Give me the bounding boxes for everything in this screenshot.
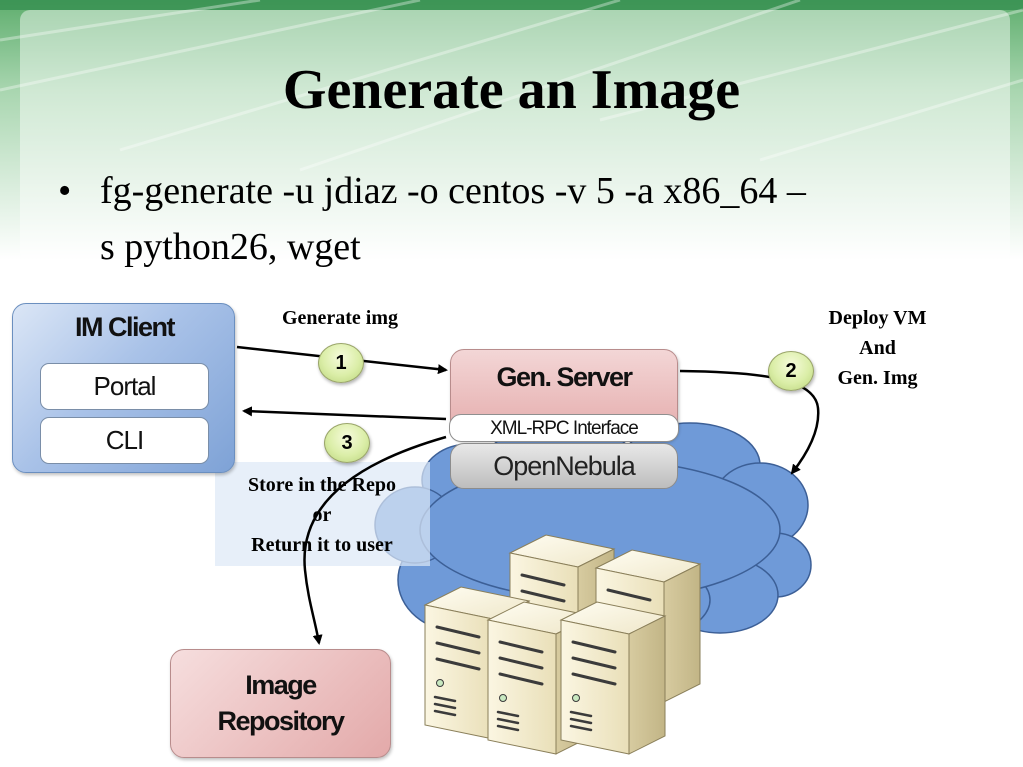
cli-box: CLI [40,417,209,464]
opennebula-bar: OpenNebula [450,443,678,489]
step-badge-1: 1 [318,343,364,383]
label-store-line-1: Store in the Repo [248,474,396,496]
label-deploy-line-1: Deploy VM [828,307,927,329]
portal-box: Portal [40,363,209,410]
header-rays [0,0,1023,172]
image-repository-box: Image Repository [170,649,391,758]
label-deploy-line-2: And [859,337,896,359]
slide-title: Generate an Image [282,59,741,121]
bullet-marker: • [58,170,72,212]
label-store-line-2: or [312,504,332,526]
im-client-box: IM Client Portal CLI [12,303,235,473]
server-tower [559,601,667,755]
im-client-title: IM Client [75,312,176,342]
header-band [0,0,1023,260]
repository-line-2: Repository [217,706,345,736]
label-store: Store in the Repo or Return it to user [222,470,422,560]
xml-rpc-interface-bar: XML-RPC Interface [449,414,679,442]
bullet-text-line-1: fg-generate -u jdiaz -o centos -v 5 -a x… [100,170,806,212]
bullet-text-line-2: s python26, wget [100,226,361,268]
step-badge-2: 2 [768,351,814,391]
server-rack [423,534,702,755]
label-generate-img: Generate img [281,307,399,329]
label-store-line-3: Return it to user [251,534,393,556]
gen-server-title: Gen. Server [496,362,633,392]
step-badge-3: 3 [324,423,370,463]
label-deploy-line-3: Gen. Img [837,367,918,389]
repository-line-1: Image [245,670,317,700]
label-deploy: Deploy VM And Gen. Img [800,303,955,393]
